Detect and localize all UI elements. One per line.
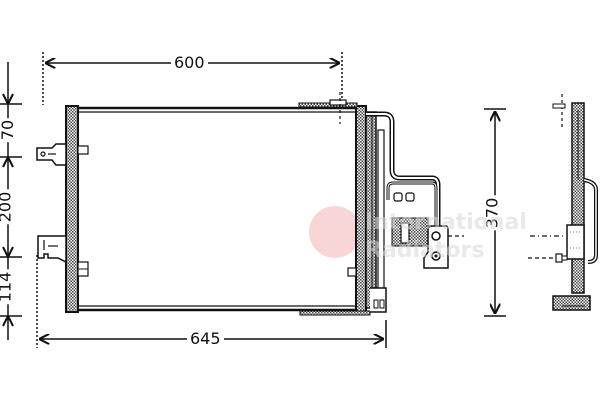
watermark-line2: Radiators xyxy=(365,238,485,263)
dimension-label-left-200: 200 xyxy=(0,189,14,225)
dimension-label-left-70: 70 xyxy=(0,117,18,143)
condenser-side-view xyxy=(528,94,598,311)
condenser-core xyxy=(65,92,371,316)
dimension-label-top: 600 xyxy=(171,55,208,71)
right-side-piping xyxy=(347,111,464,313)
watermark-line1: International xyxy=(365,210,527,235)
dimension-label-left-114: 114 xyxy=(0,269,14,305)
dimension-label-bottom: 645 xyxy=(187,331,224,347)
left-mount-brackets xyxy=(36,143,89,277)
watermark-logo-icon xyxy=(309,206,361,258)
